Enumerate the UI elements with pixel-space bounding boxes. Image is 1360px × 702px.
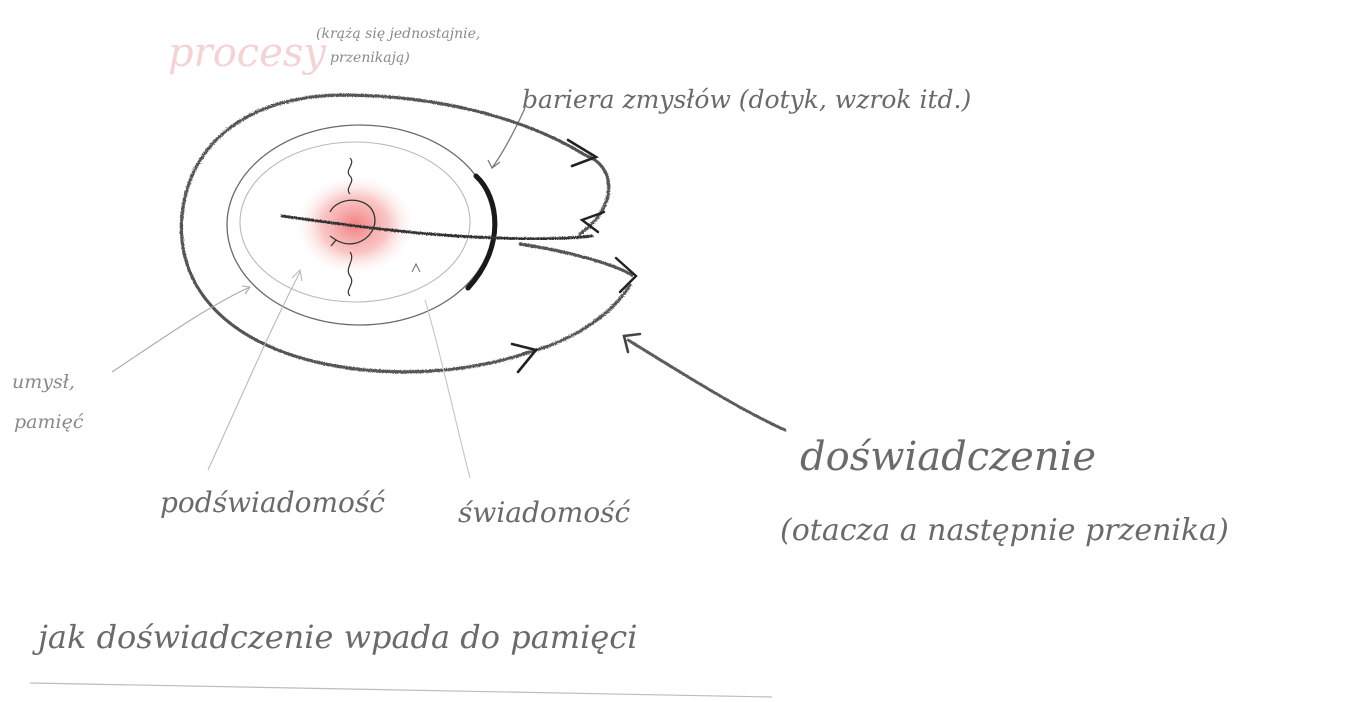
caret-mark [412,264,420,272]
experience-arrow [628,340,785,430]
experience-label: doświadczenie [800,434,1096,480]
conscious-pointer [425,300,470,478]
caption: jak doświadczenie wpada do pamięci [32,618,637,656]
conscious-label: świadomość [458,496,631,529]
mind-memory-label-line1: umysł, [12,371,75,393]
barrier-label: bariera zmysłów (dotyk, wzrok itd.) [522,85,971,114]
subconscious-label: podświadomość [160,486,385,519]
mind-memory-label-line2: pamięć [14,411,84,433]
mind-pointer [112,287,250,372]
top-note-line1: (krążą się jednostajnie, [316,26,480,42]
caption-underline [30,683,772,697]
top-note-line2: przenikają) [330,50,410,66]
experience-note: (otacza a następnie przenika) [780,513,1229,548]
sense-barrier-arc [468,176,495,288]
faded-word: procesy [168,30,327,76]
